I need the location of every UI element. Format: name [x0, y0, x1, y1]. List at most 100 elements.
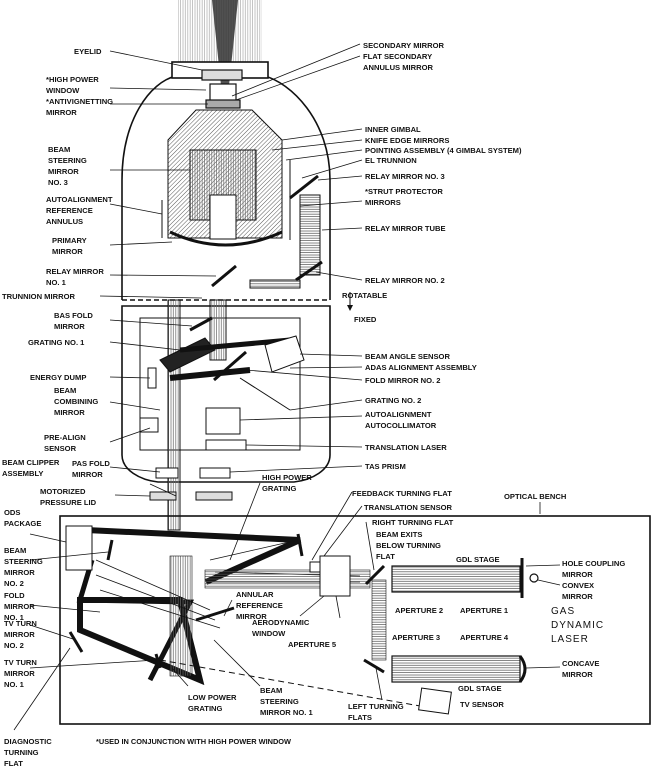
label-convex-1: CONVEX	[562, 581, 594, 590]
label-gas-1: GAS	[551, 606, 575, 617]
label-high-power-grating-2: GRATING	[262, 484, 297, 493]
label-grating-1: GRATING NO. 1	[28, 338, 85, 347]
label-beam-combining-2: COMBINING	[54, 397, 98, 406]
label-low-power-2: GRATING	[188, 704, 223, 713]
label-beam-combining-3: MIRROR	[54, 408, 85, 417]
label-ods-2: PACKAGE	[4, 519, 41, 528]
label-left-turning-2: FLATS	[348, 713, 372, 722]
labels: EYELID SECONDARY MIRROR FLAT SECONDARY A…	[2, 41, 625, 768]
label-beam-steering-3-3: MIRROR	[48, 167, 79, 176]
label-hole-coupling-1: HOLE COUPLING	[562, 559, 625, 568]
label-bas-fold-2: MIRROR	[54, 322, 85, 331]
label-relay-mirror-3: RELAY MIRROR NO. 3	[365, 172, 445, 181]
label-high-power-window-1: *HIGH POWER	[46, 75, 99, 84]
leader-lines	[13, 43, 561, 731]
label-primary-mirror-1: PRIMARY	[52, 236, 87, 245]
label-gdl-stage-top: GDL STAGE	[456, 555, 500, 564]
label-grating-2: GRATING NO. 2	[365, 396, 421, 405]
label-beam-clipper-2: ASSEMBLY	[2, 469, 44, 478]
label-fold-mirror-1-3: NO. 1	[4, 613, 25, 622]
optical-bench	[59, 515, 651, 725]
label-annular-ref-1: ANNULAR	[236, 590, 274, 599]
label-gas-2: DYNAMIC	[551, 620, 604, 631]
label-high-power-window-2: WINDOW	[46, 86, 80, 95]
label-beam-exits-2: BELOW TURNING	[376, 541, 441, 550]
bench-beams	[65, 525, 452, 715]
label-rotatable: ROTATABLE	[342, 291, 387, 300]
label-right-turning: RIGHT TURNING FLAT	[372, 518, 454, 527]
label-beam-steering-1-3: MIRROR NO. 1	[260, 708, 314, 717]
label-beam-exits-3: FLAT	[376, 552, 395, 561]
label-fold-mirror-1-1: FOLD	[4, 591, 25, 600]
label-tv-turn-1-1: TV TURN	[4, 658, 37, 667]
label-pre-align-2: SENSOR	[44, 444, 77, 453]
label-beam-steering-1-1: BEAM	[260, 686, 282, 695]
label-strut-protector-2: MIRRORS	[365, 198, 401, 207]
label-aperture-3: APERTURE 3	[392, 633, 440, 642]
label-autoalign-ref-3: ANNULUS	[46, 217, 83, 226]
label-beam-steering-3-4: NO. 3	[48, 178, 68, 187]
label-tv-turn-1-3: NO. 1	[4, 680, 25, 689]
footnote: *USED IN CONJUNCTION WITH HIGH POWER WIN…	[96, 737, 291, 746]
label-flat-secondary-2: ANNULUS MIRROR	[363, 63, 434, 72]
label-annular-ref-3: MIRROR	[236, 612, 267, 621]
label-gdl-stage-bottom: GDL STAGE	[458, 684, 502, 693]
label-autoalign-collimator-2: AUTOCOLLIMATOR	[365, 421, 437, 430]
label-hole-coupling-2: MIRROR	[562, 570, 593, 579]
label-relay-mirror-1-1: RELAY MIRROR	[46, 267, 104, 276]
label-beam-angle-sensor: BEAM ANGLE SENSOR	[365, 352, 450, 361]
label-strut-protector-1: *STRUT PROTECTOR	[365, 187, 443, 196]
label-relay-mirror-2: RELAY MIRROR NO. 2	[365, 276, 445, 285]
label-tas-prism: TAS PRISM	[365, 462, 406, 471]
fixed-housing	[121, 305, 331, 483]
label-relay-mirror-tube: RELAY MIRROR TUBE	[365, 224, 446, 233]
label-optical-bench: OPTICAL BENCH	[504, 492, 566, 501]
label-beam-steering-1-2: STEERING	[260, 697, 299, 706]
label-diagnostic-2: TURNING	[4, 748, 39, 757]
label-diagnostic-3: FLAT	[4, 759, 23, 768]
label-bas-fold-1: BAS FOLD	[54, 311, 93, 320]
pointing-assembly	[161, 109, 291, 247]
label-beam-steering-2-4: NO. 2	[4, 579, 24, 588]
label-low-power-1: LOW POWER	[188, 693, 237, 702]
label-beam-steering-2-2: STEERING	[4, 557, 43, 566]
label-aperture-1: APERTURE 1	[460, 606, 509, 615]
label-left-turning-1: LEFT TURNING	[348, 702, 404, 711]
label-aperture-2: APERTURE 2	[395, 606, 443, 615]
label-autoalign-ref-2: REFERENCE	[46, 206, 93, 215]
label-feedback-turning: FEEDBACK TURNING FLAT	[352, 489, 452, 498]
label-tv-turn-1-2: MIRROR	[4, 669, 35, 678]
label-fold-mirror-2: FOLD MIRROR NO. 2	[365, 376, 441, 385]
label-translation-sensor: TRANSLATION SENSOR	[364, 503, 453, 512]
label-high-power-grating-1: HIGH POWER	[262, 473, 312, 482]
label-aerodynamic-2: WINDOW	[252, 629, 286, 638]
label-concave-1: CONCAVE	[562, 659, 599, 668]
label-secondary-mirror: SECONDARY MIRROR	[363, 41, 445, 50]
label-adas-alignment: ADAS ALIGNMENT ASSEMBLY	[365, 363, 477, 372]
label-inner-gimbal: INNER GIMBAL	[365, 125, 421, 134]
label-antivignetting-1: *ANTIVIGNETTING	[46, 97, 113, 106]
label-tv-turn-2-2: MIRROR	[4, 630, 35, 639]
label-concave-2: MIRROR	[562, 670, 593, 679]
label-convex-2: MIRROR	[562, 592, 593, 601]
secondary-assembly	[201, 69, 243, 109]
label-tv-turn-2-1: TV TURN	[4, 619, 37, 628]
label-pointing-assembly: POINTING ASSEMBLY (4 GIMBAL SYSTEM)	[365, 146, 522, 155]
label-gas-3: LASER	[551, 634, 589, 645]
label-aperture-5: APERTURE 5	[288, 640, 337, 649]
label-diagnostic-1: DIAGNOSTIC	[4, 737, 52, 746]
label-translation-laser: TRANSLATION LASER	[365, 443, 447, 452]
label-pas-fold-2: MIRROR	[72, 470, 103, 479]
gdl-stage-top	[391, 558, 539, 598]
label-beam-steering-3-2: STEERING	[48, 156, 87, 165]
label-motorized-1: MOTORIZED	[40, 487, 86, 496]
label-beam-combining-1: BEAM	[54, 386, 76, 395]
label-tv-turn-2-3: NO. 2	[4, 641, 24, 650]
label-beam-steering-2-3: MIRROR	[4, 568, 35, 577]
label-tv-sensor: TV SENSOR	[460, 700, 504, 709]
relay-mirror-tube	[211, 174, 323, 289]
label-energy-dump: ENERGY DUMP	[30, 373, 86, 382]
label-aerodynamic-1: AERODYNAMIC	[252, 618, 310, 627]
